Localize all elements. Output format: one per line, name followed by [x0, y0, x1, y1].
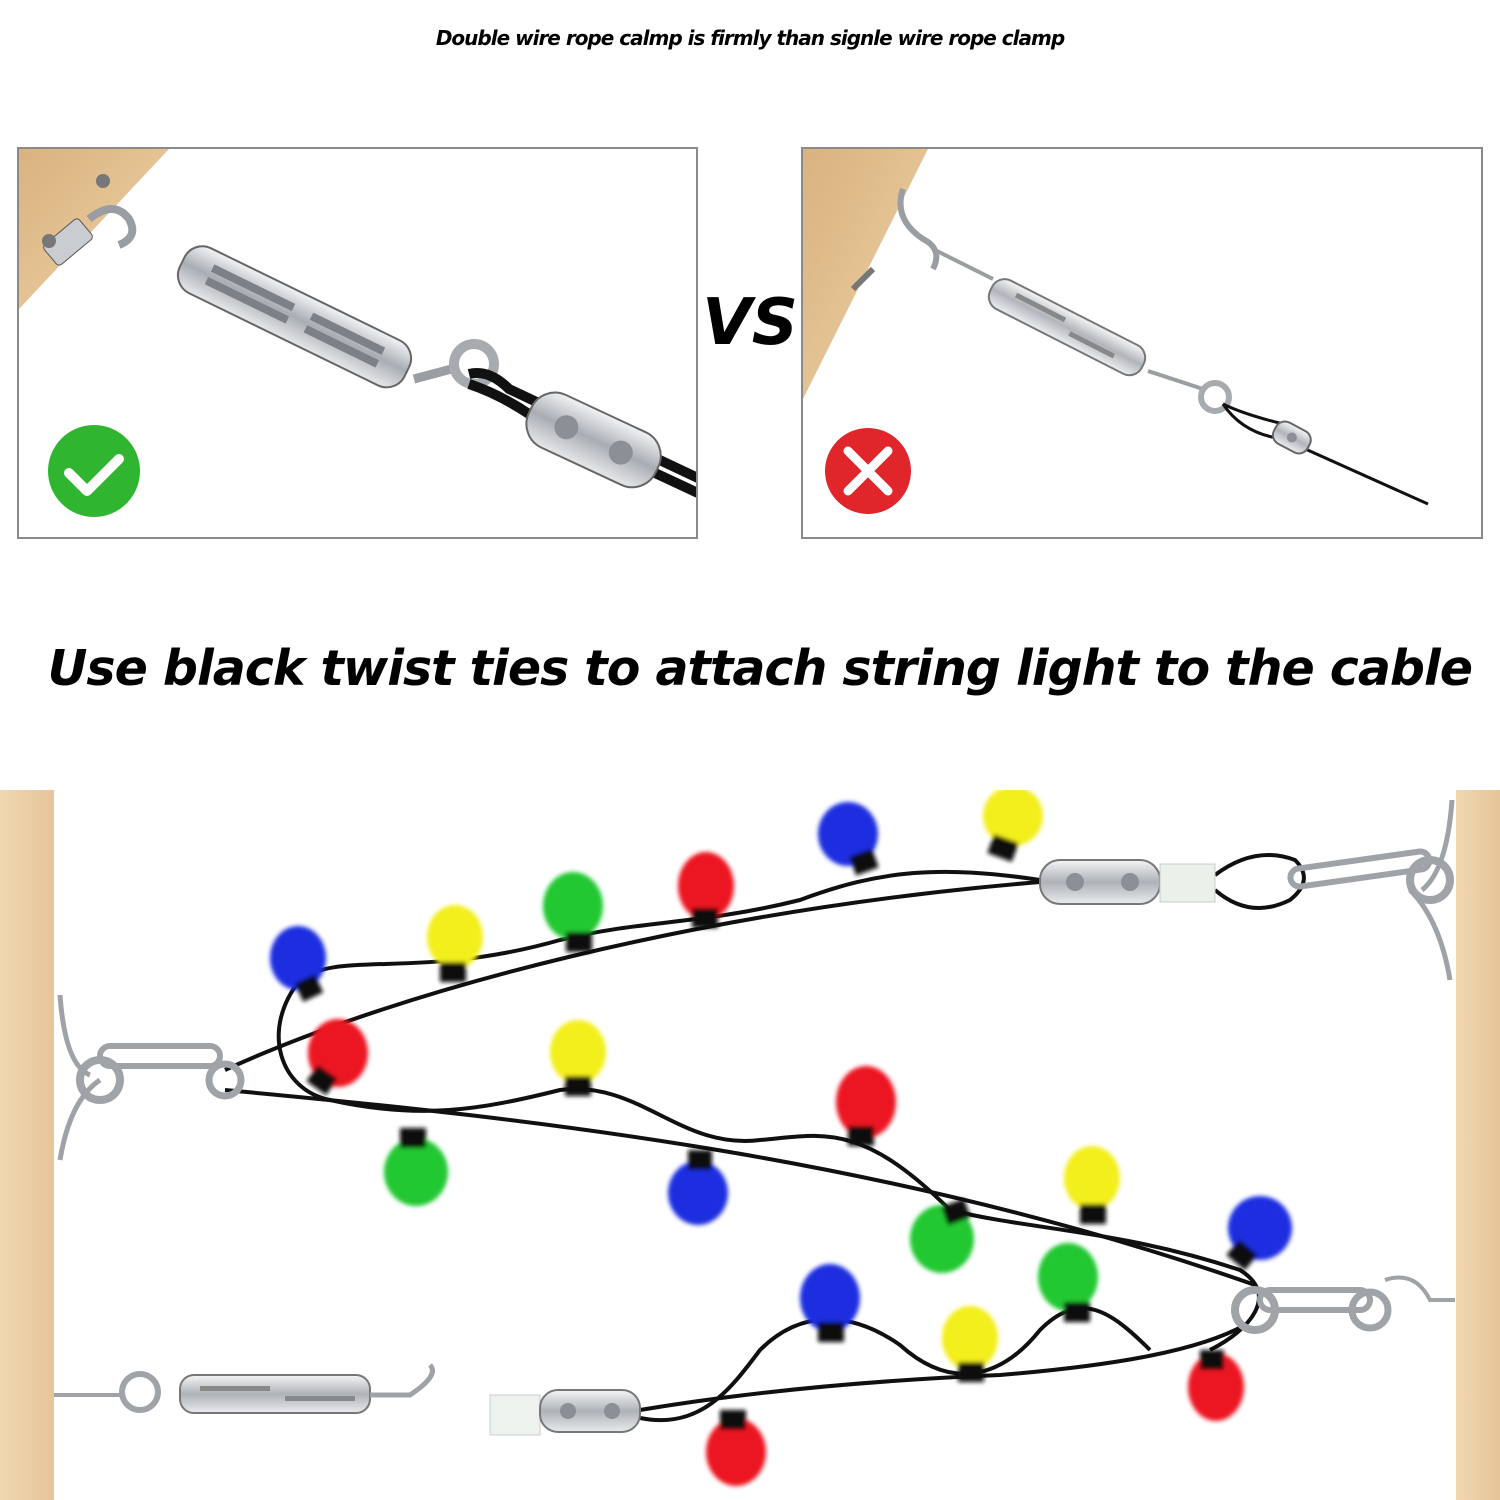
cross-icon [825, 428, 911, 514]
hardware [54, 799, 1455, 1436]
bulb-blue [270, 926, 326, 1002]
bulb-blue [800, 1264, 860, 1342]
double-clamp-panel [17, 147, 698, 539]
bulb-blue [818, 802, 879, 876]
cable-loops [224, 853, 1306, 1423]
bulb-blue [1226, 1196, 1292, 1271]
bulb-blue [668, 1150, 728, 1225]
thimble-top [1159, 863, 1216, 903]
bulb-red [678, 852, 734, 928]
double-wire-clamp-top [1039, 859, 1161, 905]
bulb-green [1038, 1243, 1098, 1322]
single-clamp-panel [801, 147, 1483, 539]
bulb-yellow [942, 1306, 998, 1382]
bulb-red [1188, 1350, 1244, 1421]
headline-bottom: Use black twist ties to attach string li… [47, 640, 1473, 697]
wood-post-left [0, 790, 54, 1500]
single-wire-clamp [1271, 420, 1312, 455]
bulb-green [543, 872, 603, 952]
bulb-green [384, 1128, 448, 1206]
double-wire-clamp-bottom [539, 1389, 641, 1433]
double-clamp-illustration [19, 149, 696, 517]
turnbuckle [176, 245, 413, 389]
bulb-yellow [1064, 1146, 1120, 1224]
bulb-red [706, 1410, 766, 1486]
double-wire-clamp [525, 391, 662, 489]
check-icon [48, 425, 140, 517]
bulb-yellow [427, 905, 483, 982]
bulb-red [306, 1019, 368, 1096]
string-light-bulbs [270, 790, 1292, 1486]
wood-post [19, 149, 169, 309]
headline-top: Double wire rope calmp is firmly than si… [435, 26, 1065, 50]
wood-post-right [1456, 790, 1500, 1500]
bulb-red [836, 1066, 896, 1146]
turnbuckle [987, 278, 1147, 377]
bulb-green [910, 1198, 974, 1273]
bulb-yellow [550, 1020, 606, 1096]
string-light-scene [0, 790, 1500, 1500]
turnbuckle-bottom [179, 1374, 371, 1414]
vs-label: VS [702, 286, 798, 360]
single-clamp-illustration [803, 149, 1429, 514]
bulb-yellow [983, 790, 1043, 862]
